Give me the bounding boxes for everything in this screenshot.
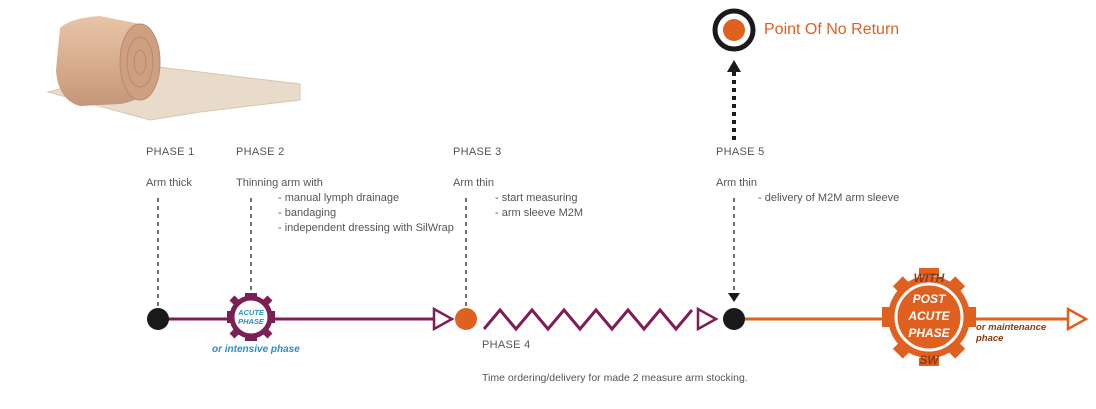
phase4-note: Time ordering/delivery for made 2 measur… [482,372,748,384]
phase4-heading: PHASE 4 [482,339,531,351]
bandage-roll-image [46,16,301,121]
zigzag-phase4 [482,307,694,332]
phase1-heading: PHASE 1 [146,146,195,158]
phase2-detail: - bandaging [278,207,337,219]
phase5-node [723,308,745,330]
acute-phase-badge: ACUTE PHASE [227,293,275,341]
phase5-detail: - delivery of M2M arm sleeve [758,192,900,204]
post-acute-top-label: WITH [914,271,945,285]
phase5-heading: PHASE 5 [716,146,765,158]
post-acute-phase-badge: WITH POST ACUTE PHASE SW [882,268,976,367]
post-acute-line2: ACUTE [907,309,950,323]
phase1-state: Arm thick [146,177,192,189]
acute-line1: ACUTE [237,308,265,317]
target-center [723,19,745,41]
acute-phase-note: or intensive phase [212,344,300,355]
post-acute-note: or maintenance phace [976,322,1046,344]
phase3-heading: PHASE 3 [453,146,502,158]
phase2-detail: - independent dressing with SilWrap [278,222,454,234]
orange-arrow-icon [1066,306,1089,332]
zigzag-arrow-icon [696,306,719,332]
phase1-node [147,308,169,330]
post-acute-line1: POST [913,292,947,306]
phase3-state: Arm thin [453,177,494,189]
phase3-detail: - start measuring [495,192,578,204]
acute-line2: PHASE [238,317,265,326]
phase5-state: Arm thin [716,177,757,189]
dotted-arrowhead [727,60,741,72]
phase2-state: Thinning arm with [236,177,323,189]
post-acute-note-line1: or maintenance [976,322,1047,333]
phase3-node [455,308,477,330]
purple-arrow-icon [432,306,455,332]
phase3-detail: - arm sleeve M2M [495,207,584,219]
phase2-heading: PHASE 2 [236,146,285,158]
post-acute-line3: PHASE [908,326,950,340]
phase2-detail: - manual lymph drainage [278,192,400,204]
post-acute-note-line2: phace [976,333,1004,344]
phase5-arrowhead [728,293,740,302]
point-of-no-return-label: Point Of No Return [764,21,900,38]
post-acute-bottom-label: SW [919,353,940,367]
